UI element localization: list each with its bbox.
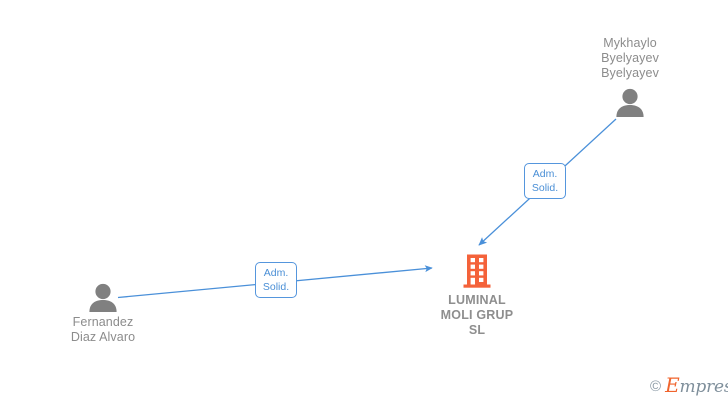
person-icon [616, 88, 644, 117]
node-person-mykhaylo-byelyayev-byelyayev[interactable]: Mykhaylo Byelyayev Byelyayev [565, 33, 695, 117]
copyright-icon: © [650, 378, 662, 395]
person-icon [89, 283, 117, 312]
node-label-mykhaylo-byelyayev-byelyayev: Mykhaylo Byelyayev Byelyayev [601, 36, 659, 80]
empresia-logo-text: mpresia [679, 377, 728, 397]
node-label-luminal-moli-grup-sl: LUMINAL MOLI GRUP SL [440, 293, 514, 337]
node-person-fernandez-diaz-alvaro[interactable]: Fernandez Diaz Alvaro [38, 282, 168, 345]
empresia-logo-initial: E [665, 373, 680, 397]
edge-label-mykhaylo-to-luminal[interactable]: Adm. Solid. [524, 163, 566, 199]
building-icon [463, 254, 491, 288]
empresia-logo: Empresia [665, 375, 728, 397]
node-company-luminal-moli-grup-sl[interactable]: LUMINAL MOLI GRUP SL [417, 253, 537, 338]
edge-label-fernandez-to-luminal[interactable]: Adm. Solid. [255, 262, 297, 298]
node-label-fernandez-diaz-alvaro: Fernandez Diaz Alvaro [70, 315, 136, 344]
empresia-watermark: © Empresia [650, 375, 728, 397]
